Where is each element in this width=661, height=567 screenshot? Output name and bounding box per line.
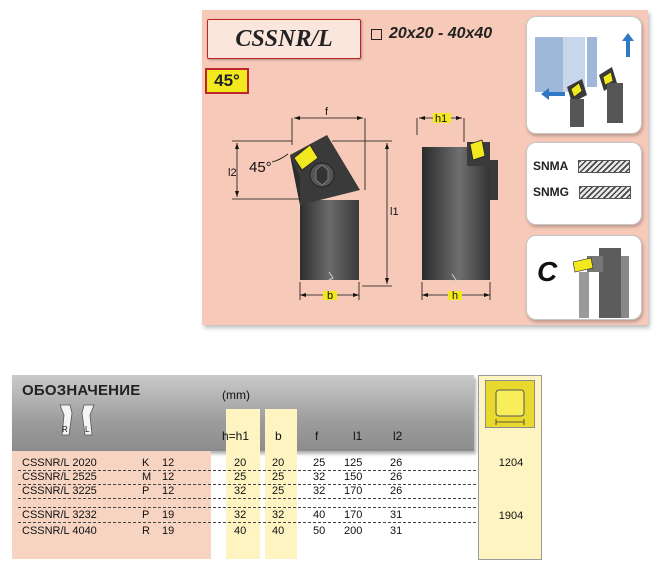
row-ic: 19 [162,525,175,537]
col-header-h: h=h1 [222,429,250,443]
clamp-card: C [526,235,642,320]
row-l2: 26 [390,457,403,469]
row-f: 32 [313,485,326,497]
row-h: 25 [234,471,247,483]
row-code: M [142,471,152,483]
row-designation: CSSNR/L 3232 [22,509,97,521]
row-l2: 31 [390,509,403,521]
row-divider [18,484,476,485]
snmg-label: SNMG [533,185,569,199]
insert-types-card: SNMA SNMG [526,142,642,225]
row-b: 32 [272,509,285,521]
units-label: (mm) [222,388,250,402]
tool-drawing: f h1 l2 l1 b h 45° [228,106,498,302]
row-l1: 125 [344,457,363,469]
row-l1: 150 [344,471,363,483]
row-l1: 200 [344,525,363,537]
dim-f-label: f [325,106,329,118]
product-title: CSSNR/L [207,19,361,59]
snmg-hatch-icon [579,185,631,199]
dim-l1-label: l1 [390,206,399,218]
row-l2: 26 [390,471,403,483]
application-card [526,16,642,134]
row-code: P [142,485,150,497]
tool-side-view [290,135,360,281]
square-insert-icon [485,380,535,428]
dim-b-label: b [327,290,333,302]
snma-hatch-icon [578,159,631,173]
col-header-l2: l2 [393,429,403,443]
row-b: 25 [272,485,285,497]
insert-size-column: 1204 1904 [478,375,542,560]
angle-badge: 45° [205,68,249,94]
snma-label: SNMA [533,159,569,173]
insert-code-1204: 1204 [498,457,524,469]
right-left-hand-icon: R L [59,404,95,436]
row-ic: 12 [162,485,175,497]
designation-heading: ОБОЗНАЧЕНИЕ [22,382,141,399]
row-code: R [142,525,150,537]
size-range-text: 20x20 - 40x40 [389,25,493,42]
row-l1: 170 [344,485,363,497]
row-b: 25 [272,471,285,483]
clamp-icon [572,248,629,318]
row-designation: CSSNR/L 4040 [22,525,97,537]
size-range: 20x20 - 40x40 [371,25,492,43]
row-b: 20 [272,457,285,469]
tool-front-view [422,139,498,283]
row-designation: CSSNR/L 3225 [22,485,97,497]
row-designation: CSSNR/L 2020 [22,457,97,469]
table-row: CSSNR/L 3232 P 19 32 32 40 170 31 [22,509,562,523]
row-ic: 19 [162,509,175,521]
dim-h-marker [448,291,462,300]
col-header-b: b [275,429,282,443]
row-divider [18,522,476,523]
row-h: 32 [234,509,247,521]
row-f: 25 [313,457,326,469]
hand-r-label: R [62,425,68,434]
table-row: CSSNR/L 4040 R 19 40 40 50 200 31 [22,525,562,539]
row-divider [18,507,476,508]
application-schematic-icon [535,33,634,127]
row-designation: CSSNR/L 2525 [22,471,97,483]
row-f: 32 [313,471,326,483]
table-row: CSSNR/L 3225 P 12 32 25 32 170 26 [22,485,562,499]
row-b: 40 [272,525,285,537]
row-h: 32 [234,485,247,497]
row-l2: 31 [390,525,403,537]
hand-l-label: L [85,425,90,434]
row-h: 40 [234,525,247,537]
row-h: 20 [234,457,247,469]
row-l2: 26 [390,485,403,497]
insert-code-1904: 1904 [498,510,524,522]
table-row: CSSNR/L 2020 K 12 20 20 25 125 26 [22,457,562,471]
row-f: 40 [313,509,326,521]
clamp-type-letter: C [537,256,558,287]
square-shank-icon [371,28,382,40]
dim-l2-label: l2 [228,167,237,179]
angle-label: 45° [249,159,272,176]
designation-column-bg [12,451,211,559]
dim-h1-label: h1 [435,113,447,125]
row-code: P [142,509,150,521]
table-row: CSSNR/L 2525 M 12 25 25 32 150 26 [22,471,562,485]
dim-h1-marker [433,113,451,123]
col-header-l1: l1 [353,429,363,443]
row-f: 50 [313,525,326,537]
row-divider [18,470,476,471]
row-code: K [142,457,150,469]
insert-type-snma: SNMA [533,159,631,173]
row-divider [18,498,476,499]
row-ic: 12 [162,457,175,469]
product-panel: CSSNR/L 20x20 - 40x40 45° [202,10,648,325]
dim-h-label: h [452,290,458,302]
insert-type-snmg: SNMG [533,185,631,199]
col-header-f: f [315,429,319,443]
dim-b-marker [323,291,337,300]
row-l1: 170 [344,509,363,521]
row-ic: 12 [162,471,175,483]
